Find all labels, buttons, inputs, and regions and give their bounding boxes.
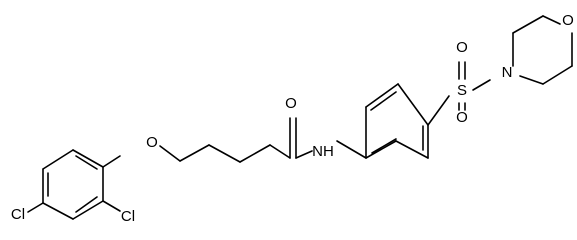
bond (42, 149, 74, 170)
bond (27, 202, 44, 213)
bond (370, 91, 397, 111)
bond (395, 140, 429, 159)
molecule-structure: Cl Cl O O NH S O O N O (11, 12, 574, 225)
bond (519, 75, 544, 85)
bond (179, 144, 210, 162)
bond (102, 155, 121, 168)
sulfonyl-oxygen-top-atom: O (456, 39, 468, 56)
bond (365, 83, 399, 108)
bond (72, 149, 104, 168)
bond (427, 95, 450, 126)
morpholine-nitrogen-atom: N (502, 64, 513, 81)
bond (208, 144, 241, 163)
bond (102, 200, 121, 212)
ether-oxygen-atom: O (146, 134, 158, 151)
bond (72, 200, 104, 220)
bond (512, 15, 544, 34)
sulfonyl-sulfur-atom: S (457, 82, 467, 99)
bond (542, 65, 573, 85)
bond (472, 79, 491, 91)
carbonyl-oxygen-atom: O (285, 95, 297, 112)
bond (42, 202, 74, 220)
bond (239, 144, 271, 163)
bond (336, 140, 367, 159)
bond (365, 140, 397, 159)
morpholine-oxygen-atom: O (562, 12, 574, 29)
sulfonyl-oxygen-bottom-atom: O (456, 109, 468, 126)
bond (371, 138, 397, 154)
bond (397, 83, 429, 126)
atom-layer: Cl Cl O O NH S O O N O (11, 12, 574, 225)
amide-nh-atom: NH (312, 143, 334, 160)
bond (75, 196, 98, 213)
bond (295, 150, 313, 159)
bond-layer (27, 15, 573, 220)
chlorine-atom-para: Cl (11, 206, 25, 223)
chlorine-atom-ortho: Cl (121, 208, 135, 225)
bond (75, 155, 98, 170)
bond (269, 144, 291, 159)
bond (542, 15, 561, 25)
bond (159, 145, 181, 162)
